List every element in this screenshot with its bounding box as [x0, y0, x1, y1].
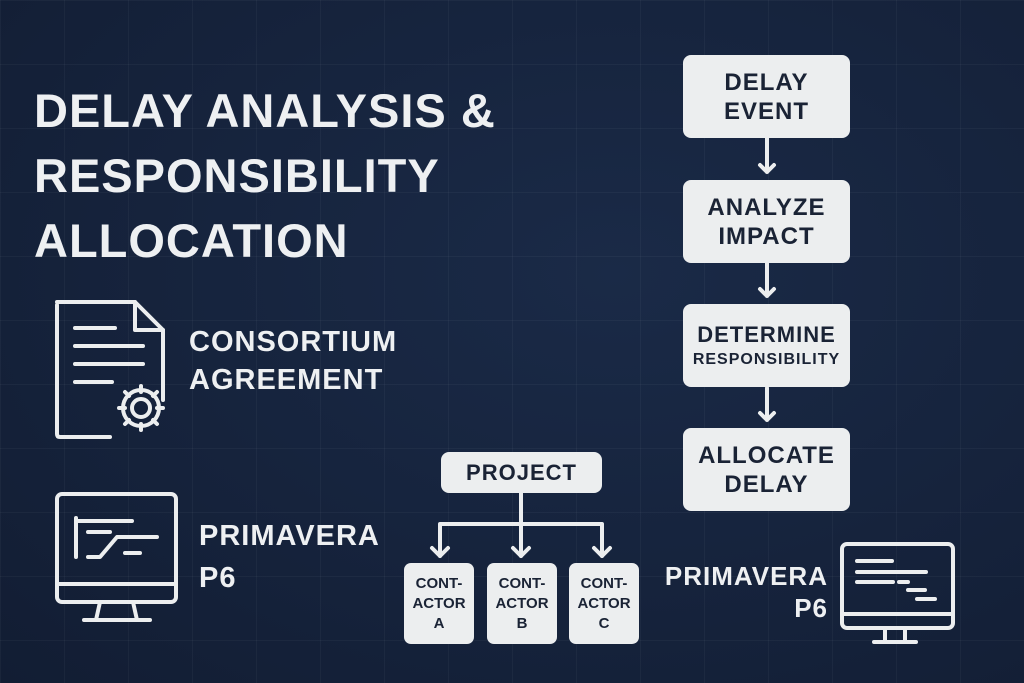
page-title: DELAY ANALYSIS & RESPONSIBILITY ALLOCATI…: [34, 78, 496, 273]
contractor-text: A: [433, 614, 445, 632]
contractor-text: CONT-: [498, 574, 546, 592]
label-line: P6: [794, 593, 828, 623]
label-line: CONSORTIUM: [189, 326, 398, 358]
title-line-3: ALLOCATION: [34, 214, 349, 267]
step-text: DELAY: [724, 68, 809, 96]
gantt-monitor-icon-left: [55, 492, 178, 622]
step-text: EVENT: [723, 97, 809, 125]
step-text: RESPONSIBILITY: [692, 351, 841, 368]
step-text: IMPACT: [718, 222, 815, 250]
label-line: AGREEMENT: [189, 364, 384, 396]
project-box: PROJECT: [441, 452, 602, 493]
contractor-c-box: CONT- ACTOR C: [569, 563, 639, 644]
label-line: P6: [199, 562, 237, 594]
consortium-agreement-label: CONSORTIUM AGREEMENT: [189, 323, 397, 399]
primavera-left-label: PRIMAVERA P6: [199, 515, 380, 599]
gantt-monitor-icon-right: [840, 542, 955, 644]
contractor-text: CONT-: [415, 574, 463, 592]
flow-step-determine-responsibility: DETERMINE RESPONSIBILITY: [683, 304, 850, 387]
contractor-b-box: CONT- ACTOR B: [487, 563, 557, 644]
step-text: ALLOCATE: [698, 441, 835, 469]
contractor-text: ACTOR: [577, 594, 631, 612]
primavera-right-label: PRIMAVERA P6: [660, 560, 828, 624]
label-line: PRIMAVERA: [199, 520, 380, 552]
contractor-text: B: [516, 614, 528, 632]
step-text: DELAY: [724, 470, 809, 498]
project-connectors: [430, 491, 612, 558]
step-text: ANALYZE: [707, 193, 826, 221]
flow-arrows: [758, 136, 776, 422]
contractor-text: CONT-: [580, 574, 628, 592]
contractor-text: C: [598, 614, 610, 632]
label-line: PRIMAVERA: [664, 561, 828, 591]
contractor-text: ACTOR: [495, 594, 549, 612]
document-gear-icon: [55, 300, 165, 439]
title-line-2: RESPONSIBILITY: [34, 149, 440, 202]
step-text: DETERMINE: [697, 322, 836, 347]
contractor-text: ACTOR: [412, 594, 466, 612]
title-line-1: DELAY ANALYSIS &: [34, 84, 496, 137]
contractor-a-box: CONT- ACTOR A: [404, 563, 474, 644]
